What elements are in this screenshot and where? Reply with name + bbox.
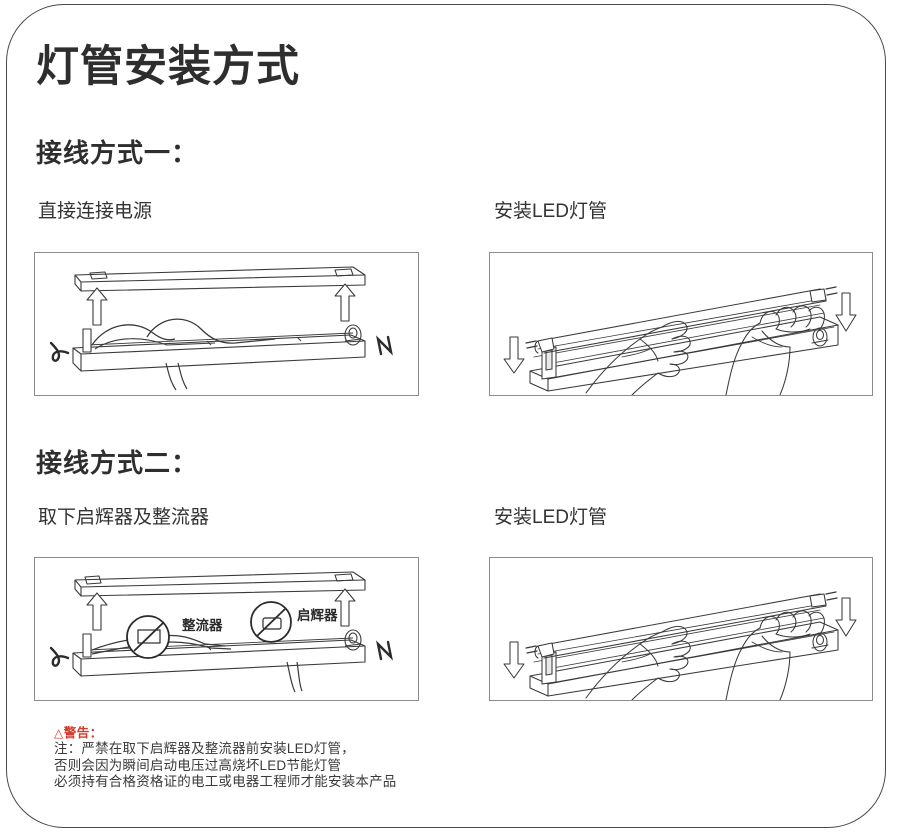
diagram-panel-remove-starter-ballast: 整流器 启辉器: [34, 557, 419, 701]
down-arrow-icon: [835, 597, 857, 637]
page-title: 灯管安装方式: [36, 43, 300, 91]
annotation-ballast-label: 整流器: [182, 617, 223, 633]
warning-text-line-3: 必须持有合格资格证的电工或电器工程师才能安装本产品: [54, 774, 397, 789]
warning-block: △警告： 注：严禁在取下启辉器及整流器前安装LED灯管， 否则会因为瞬间启动电压…: [54, 726, 397, 791]
label-neutral-wire-N: [376, 640, 393, 661]
label-live-wire-L: [49, 646, 70, 667]
fixture-remove-components-drawing: 整流器 启辉器: [49, 571, 393, 693]
warning-heading: △警告：: [54, 726, 397, 741]
prohibition-circle-ballast-icon: [126, 615, 170, 659]
label-live-wire-L: [49, 341, 70, 362]
label-neutral-wire-N: [376, 335, 393, 356]
down-arrow-icon: [503, 641, 525, 679]
step-caption-remove-starter-ballast: 取下启辉器及整流器: [38, 507, 210, 528]
step-caption-install-led-tube-1: 安装LED灯管: [494, 201, 607, 222]
hands-install-tube-drawing: [503, 591, 857, 700]
down-arrow-icon: [503, 336, 525, 374]
warning-text-line-2: 否则会因为瞬间启动电压过高烧坏LED节能灯管: [54, 757, 342, 773]
section-heading-method-one: 接线方式一：: [36, 138, 199, 168]
diagram-panel-direct-power: [34, 252, 419, 396]
warning-heading-text: 警告：: [63, 726, 103, 740]
up-arrow-icon: [334, 588, 356, 627]
down-arrow-icon: [835, 292, 857, 332]
diagram-panel-install-led-tube-2: [489, 557, 873, 701]
section-heading-method-two: 接线方式二：: [36, 448, 199, 478]
prohibition-circle-starter-icon: [250, 601, 292, 643]
up-arrow-icon: [334, 283, 356, 322]
fixture-wiring-drawing: [49, 266, 393, 391]
hands-install-tube-drawing: [503, 286, 857, 395]
up-arrow-icon: [86, 592, 108, 631]
step-caption-install-led-tube-2: 安装LED灯管: [494, 507, 607, 528]
warning-triangle-icon: △: [54, 726, 64, 740]
step-caption-direct-power: 直接连接电源: [38, 201, 153, 222]
warning-text-line-1: 注：严禁在取下启辉器及整流器前安装LED灯管，: [54, 741, 355, 756]
diagram-panel-install-led-tube-1: [489, 252, 873, 396]
annotation-starter-label: 启辉器: [297, 607, 338, 623]
up-arrow-icon: [86, 287, 108, 326]
